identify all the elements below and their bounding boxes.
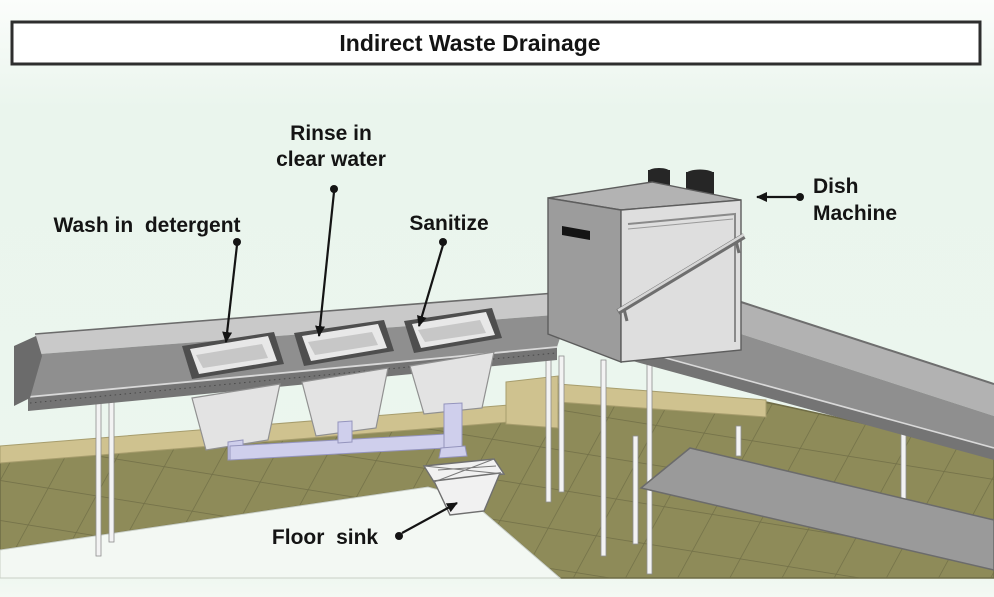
sink-backsplash-edge xyxy=(34,291,569,335)
clean-table-leg xyxy=(735,425,742,457)
machine-table-leg xyxy=(600,359,607,557)
clean-table-front-edge xyxy=(622,346,994,460)
clean-table-undershelf xyxy=(639,447,994,571)
wash-sink-compartment xyxy=(182,332,284,379)
machine-control-slot xyxy=(562,226,590,240)
label-floor-sink: Floor sink xyxy=(272,526,379,549)
title-bar: Indirect Waste Drainage xyxy=(10,20,982,66)
drain-pipes xyxy=(227,402,468,461)
machine-door-line xyxy=(627,218,734,230)
label-wash-in-detergent: Wash in detergent xyxy=(53,214,240,237)
machine-door-handle xyxy=(616,233,746,322)
machine-left-face xyxy=(547,197,622,364)
label-dish-machine-line1: Dish xyxy=(813,175,859,198)
table-legs xyxy=(95,355,907,575)
sanitize-basin xyxy=(409,351,495,415)
floor-sink-grate-lines xyxy=(423,458,505,483)
sanitize-sink-compartment xyxy=(404,308,502,353)
label-dish-machine-line2: Machine xyxy=(813,202,897,225)
sink-table-leg xyxy=(545,357,552,503)
sink-table-leg xyxy=(558,355,565,493)
kitchen-floor xyxy=(0,375,994,579)
rinse-leader xyxy=(315,185,338,337)
label-rinse-line1: Rinse in xyxy=(290,122,372,145)
counter-lip-highlight xyxy=(27,346,558,398)
rinse-basin-drain-stub xyxy=(337,420,353,444)
wash-basin xyxy=(191,383,281,451)
label-sanitize: Sanitize xyxy=(409,212,488,235)
counter-end-panel xyxy=(14,336,42,406)
clean-table-top xyxy=(622,334,994,448)
sanitize-leader xyxy=(417,238,447,327)
diagram-title: Indirect Waste Drainage xyxy=(339,30,600,56)
dish-machine xyxy=(547,168,746,364)
machine-table-leg xyxy=(646,357,653,575)
sink-table-leg xyxy=(95,393,102,557)
label-rinse-line2: clear water xyxy=(276,148,386,171)
vertical-drop-pipe xyxy=(443,402,463,454)
clean-table-leg xyxy=(632,435,639,545)
wash-leader xyxy=(222,238,241,343)
sink-table-leg xyxy=(108,391,115,543)
table-lip-highlight xyxy=(621,345,994,449)
floor-sink-leader xyxy=(395,502,458,540)
floor-curb-right xyxy=(557,383,767,418)
diagram-labels: Wash in detergent Rinse in clear water S… xyxy=(53,122,897,549)
lower-floor-area xyxy=(0,486,562,579)
sink-backsplash xyxy=(35,292,568,354)
dish-machine-leader xyxy=(756,192,804,202)
floor-curb-corner xyxy=(505,375,559,429)
clean-dish-table xyxy=(621,301,994,460)
sink-basins xyxy=(191,351,495,451)
backsplash-edge xyxy=(740,301,994,385)
rinse-basin xyxy=(301,367,389,437)
leader-lines xyxy=(222,185,804,540)
drop-pipe-flare xyxy=(438,445,468,459)
machine-door-outline xyxy=(627,212,736,342)
title-box xyxy=(10,20,982,66)
clean-table-backsplash xyxy=(741,302,994,416)
